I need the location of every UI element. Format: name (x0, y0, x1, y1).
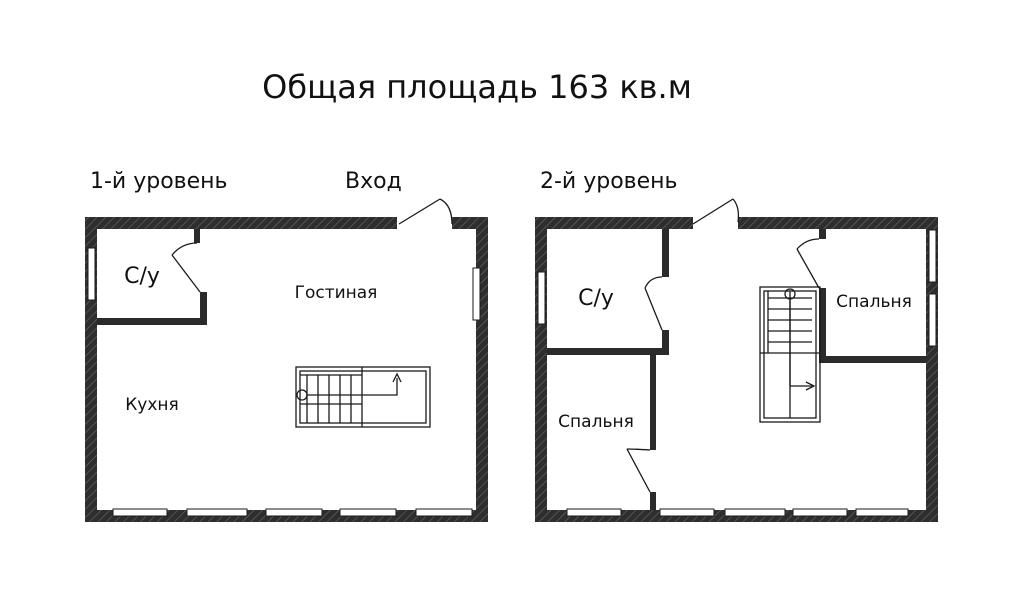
level-2-label: 2-й уровень (540, 169, 678, 194)
level-1-bathroom-walls (97, 229, 207, 325)
level-2-interior-doors (626, 238, 820, 493)
level-1-outer-walls (85, 217, 488, 522)
bedroom-left-label: Спальня (558, 412, 634, 432)
level-2-outer-walls (535, 217, 938, 522)
entrance-label: Вход (345, 169, 402, 194)
plan-title: Общая площадь 163 кв.м (262, 68, 692, 106)
level-1-staircase (295, 366, 431, 428)
level-1-windows (87, 247, 481, 517)
kitchen-label: Кухня (125, 395, 179, 415)
level-2-interior-walls (547, 229, 926, 510)
living-room-label: Гостиная (295, 283, 378, 303)
entrance-door (398, 198, 453, 225)
level-2-staircase (759, 286, 821, 423)
level-1-bathroom-label: С/у (124, 264, 160, 289)
level-2-bathroom-label: С/у (578, 286, 614, 311)
level-2-windows (537, 229, 937, 517)
level-1-plan: 1-й уровень Вход (85, 169, 488, 522)
level-2-plan: 2-й уровень (535, 169, 938, 522)
level-2-top-door (692, 198, 740, 225)
bedroom-right-label: Спальня (836, 292, 912, 312)
level-1-label: 1-й уровень (90, 169, 228, 194)
level-1-bathroom-door (171, 242, 201, 293)
